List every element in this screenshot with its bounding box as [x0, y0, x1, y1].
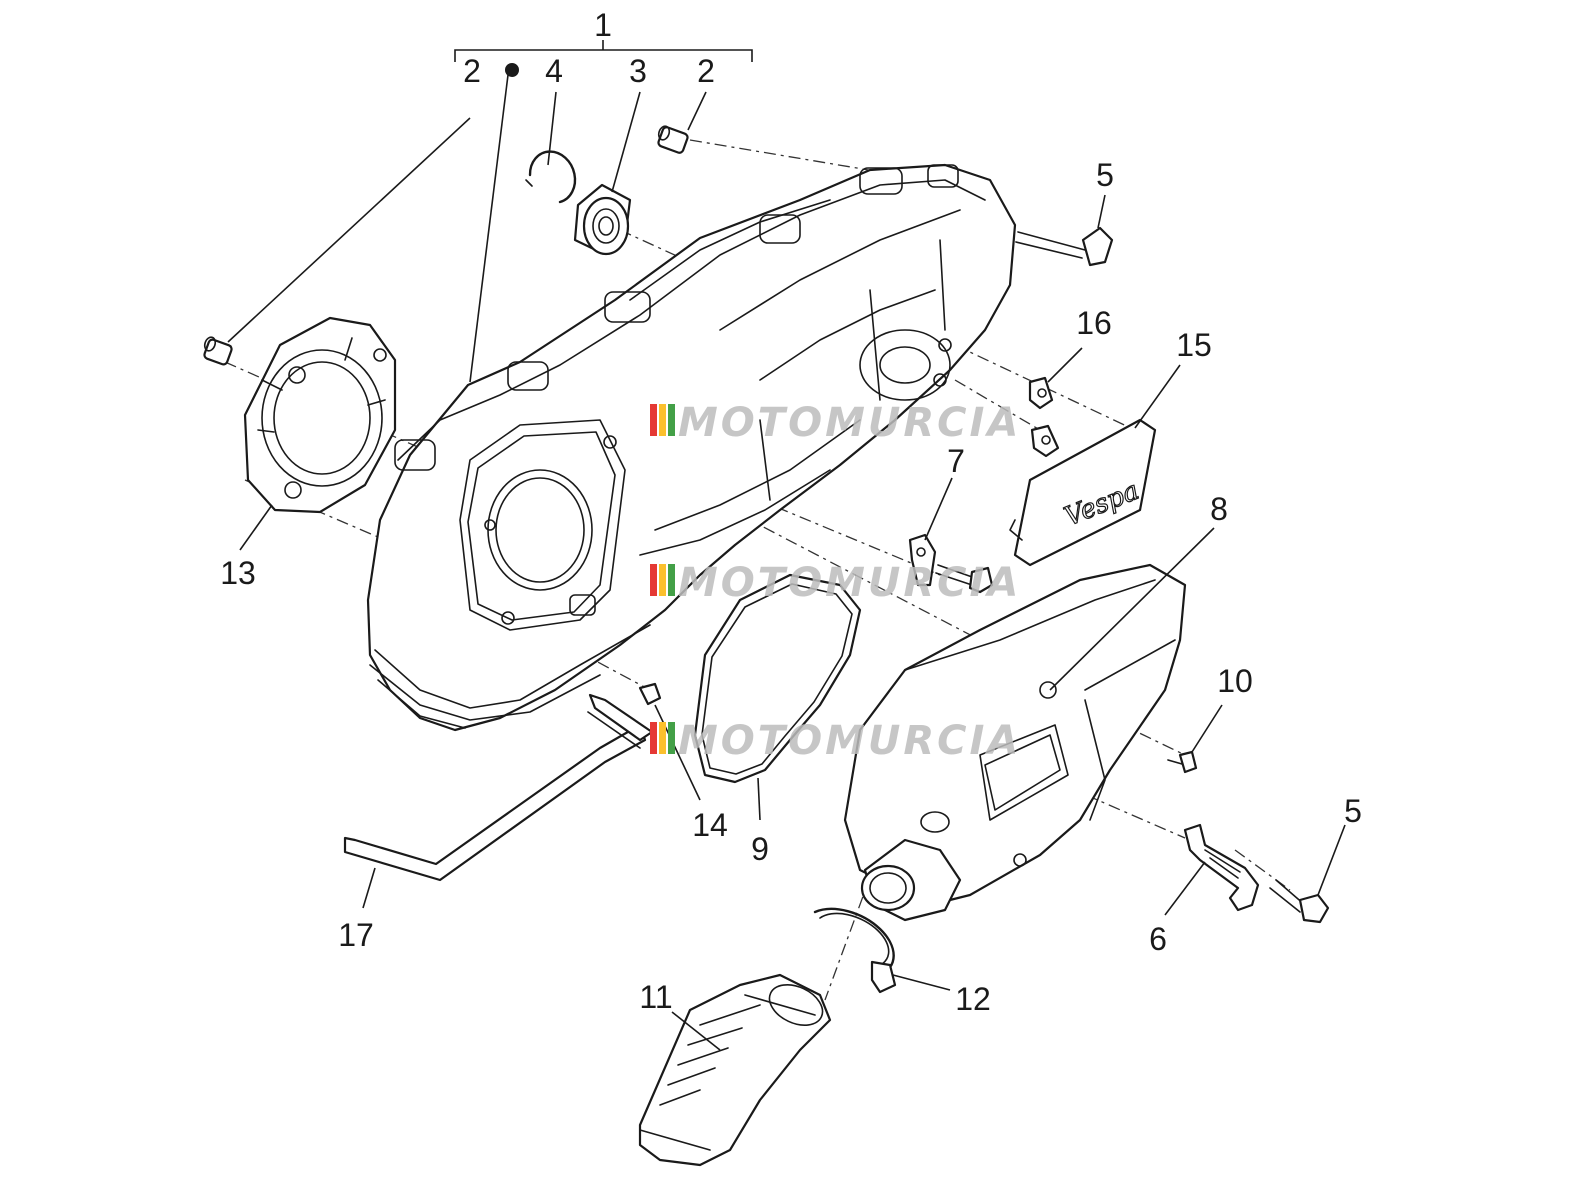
part-14-screw: [638, 682, 662, 706]
part-8-air-filter-housing: [843, 563, 1187, 922]
part-9-gasket: [693, 573, 862, 784]
leader-lines: [227, 74, 1346, 1051]
callout-12: 12: [955, 981, 991, 1017]
callout-7: 7: [947, 443, 965, 479]
part-15-logo-plate: Vespa: [1009, 418, 1157, 567]
callout-3: 3: [629, 53, 647, 89]
callout-labels: 1 2 4 3 2 5 16 15 7 8 13 10 5 14 9 17 6 …: [220, 7, 1362, 1017]
part-17-drain-tube: [343, 693, 654, 882]
callout-13: 13: [220, 555, 256, 591]
part-4-circlip: [525, 150, 577, 204]
part-3-bearing: [573, 183, 632, 256]
callout-17: 17: [338, 917, 374, 953]
callout-9: 9: [751, 831, 769, 867]
part-11-intake-bellows: [638, 973, 832, 1167]
part-5-bolt-upper: [1015, 226, 1114, 267]
callout-5-lower: 5: [1344, 793, 1362, 829]
callout-14: 14: [692, 807, 728, 843]
part-12-hose-clamp: [813, 907, 897, 994]
svg-text:MOTOMURCIA: MOTOMURCIA: [678, 718, 1021, 764]
callout-4: 4: [545, 53, 563, 89]
svg-text:MOTOMURCIA: MOTOMURCIA: [678, 400, 1021, 446]
callout-10: 10: [1217, 663, 1253, 699]
callout-8: 8: [1210, 491, 1228, 527]
part-5-bolt-lower: [1269, 879, 1330, 924]
callout-2-right: 2: [697, 53, 715, 89]
assembly-dot-marker: [505, 63, 519, 77]
watermark-bottom: MOTOMURCIA: [650, 718, 1021, 764]
callout-1: 1: [594, 7, 612, 43]
callout-15: 15: [1176, 327, 1212, 363]
watermark-top: MOTOMURCIA: [650, 400, 1021, 446]
part-2-dowel-pin-right: [657, 125, 689, 154]
watermark-middle: MOTOMURCIA: [650, 560, 1021, 606]
crankcase-cover: [366, 163, 1017, 732]
part-2-dowel-pin-left: [203, 336, 233, 366]
svg-text:MOTOMURCIA: MOTOMURCIA: [678, 560, 1021, 606]
part-6-bracket: [1183, 823, 1260, 912]
part-7-screw: [908, 533, 994, 594]
callout-5-upper: 5: [1096, 157, 1114, 193]
part-10-screw: [1167, 750, 1198, 774]
part-13-fan-cover: [243, 316, 397, 514]
callout-2-left: 2: [463, 53, 481, 89]
callout-11: 11: [639, 979, 672, 1015]
callout-16: 16: [1076, 305, 1112, 341]
part-16-washers: [1028, 376, 1060, 458]
callout-6: 6: [1149, 921, 1167, 957]
group-1-bracket: [454, 40, 753, 62]
